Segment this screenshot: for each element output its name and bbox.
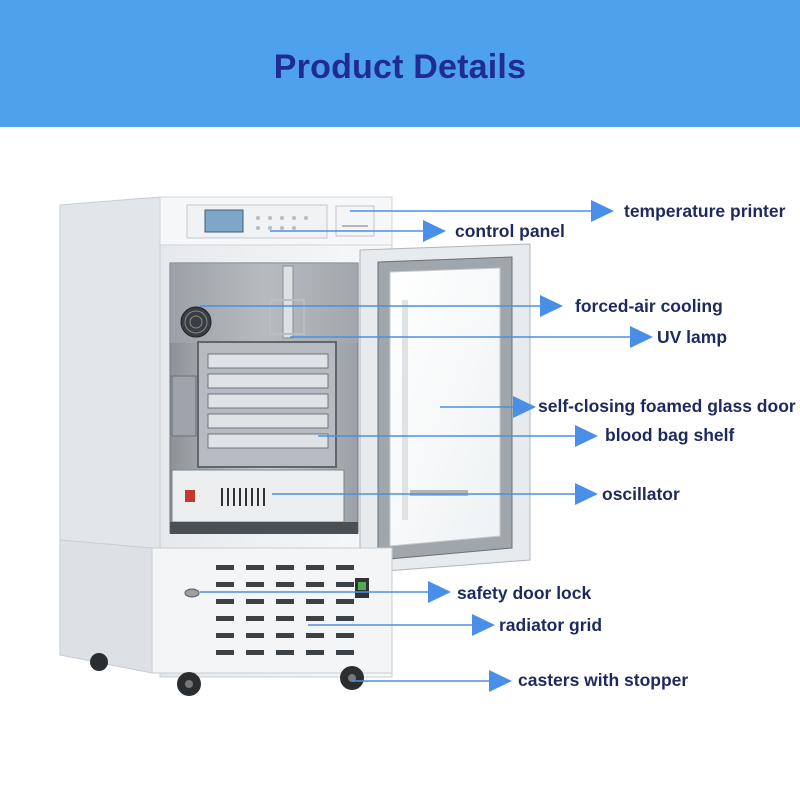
page-title: Product Details (273, 48, 527, 86)
arrow-safety-door-lock (200, 581, 451, 603)
arrow-forced-air-cooling (200, 295, 563, 317)
arrow-temperature-printer (350, 200, 614, 222)
label-oscillator: oscillator (602, 484, 680, 504)
label-forced-air-cooling: forced-air cooling (575, 296, 723, 316)
arrow-glass-door (440, 396, 536, 418)
arrow-uv-lamp (290, 326, 653, 348)
label-casters: casters with stopper (518, 670, 689, 690)
interior-chamber (169, 262, 359, 534)
label-blood-bag-shelf: blood bag shelf (605, 425, 735, 445)
label-radiator-grid: radiator grid (499, 615, 603, 635)
casters-unit (90, 653, 364, 696)
label-safety-door-lock: safety door lock (457, 583, 592, 603)
glass-door-unit (359, 243, 531, 574)
arrow-control-panel (270, 220, 446, 242)
arrow-radiator-grid (308, 614, 495, 636)
arrow-casters (352, 670, 512, 692)
label-glass-door: self-closing foamed glass door (538, 396, 796, 416)
label-uv-lamp: UV lamp (657, 327, 728, 347)
arrow-oscillator (272, 483, 598, 505)
label-control-panel: control panel (455, 221, 565, 241)
label-temperature-printer: temperature printer (624, 201, 786, 221)
base-cabinet (59, 539, 393, 674)
header-banner: Product Details (0, 0, 800, 127)
control-panel-unit (186, 204, 375, 239)
arrow-blood-bag-shelf (318, 425, 598, 447)
